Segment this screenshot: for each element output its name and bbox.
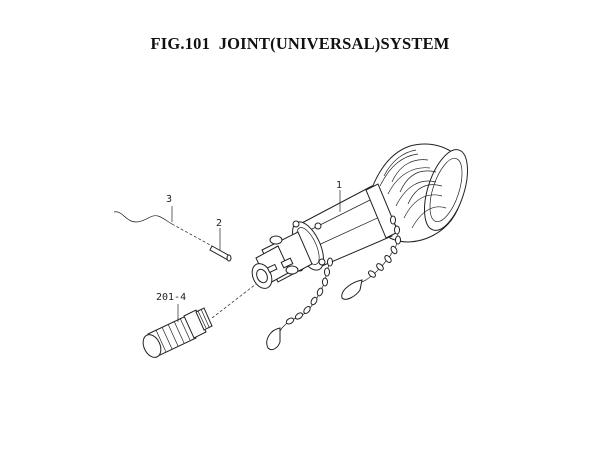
figure-title: FIG.101 JOINT(UNIVERSAL)SYSTEM [150,34,450,53]
callout-part-201-4: 201-4 [156,292,186,303]
safety-chain-left [266,257,333,351]
callout-part-2: 2 [216,218,222,229]
spline-shaft [142,307,213,358]
pin [209,245,232,262]
callout-part-3: 3 [166,194,172,205]
safety-chain-right [341,215,401,300]
callout-part-1: 1 [336,180,342,191]
leader-lines [113,190,341,322]
universal-joint-yoke [251,231,313,289]
